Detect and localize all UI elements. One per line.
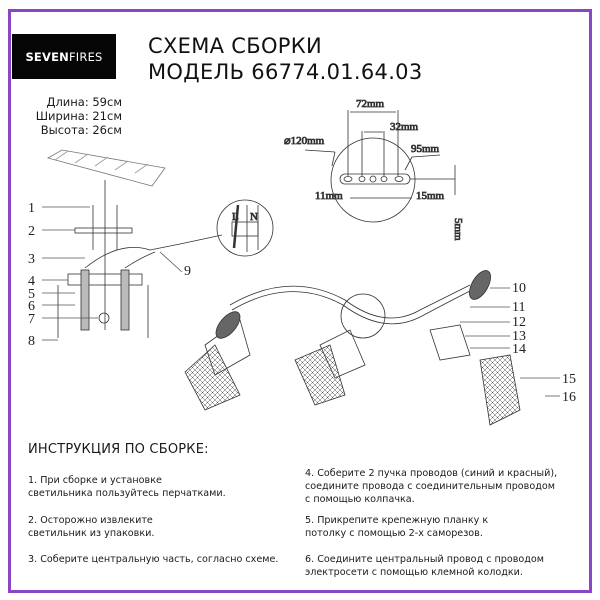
spotlight-bar-drawing	[184, 270, 521, 426]
part-11: 11	[512, 300, 525, 315]
dim-32mm: 32mm	[390, 121, 419, 133]
title-line-2: МОДЕЛЬ 66774.01.64.03	[148, 60, 423, 84]
dimension-width: Ширина: 21см	[35, 109, 122, 123]
step-line: 2. Осторожно извлеките	[28, 515, 153, 526]
dimension-length: Длина: 59см	[46, 95, 122, 109]
instruction-step-6: 6. Соедините центральный провод с провод…	[305, 553, 544, 579]
part-14: 14	[512, 342, 526, 357]
part-7: 7	[28, 312, 35, 327]
logo-light: FIRES	[68, 49, 103, 64]
page-frame	[8, 9, 592, 593]
step-line: светильник из упаковки.	[28, 528, 155, 539]
part-15: 15	[562, 372, 576, 387]
dimension-height: Высота: 26см	[40, 123, 122, 137]
dim-95mm: 95mm	[411, 143, 440, 155]
step-line: 1. При сборке и установке	[28, 475, 162, 486]
dim-72mm: 72mm	[356, 98, 385, 110]
instruction-step-3: 3. Соберите центральную часть, согласно …	[28, 553, 278, 566]
step-line: 4. Соберите 2 пучка проводов (синий и кр…	[305, 468, 558, 479]
part-13: 13	[512, 329, 526, 344]
part-9: 9	[184, 264, 191, 279]
part-8: 8	[28, 334, 35, 349]
part-4: 4	[28, 274, 35, 289]
instruction-step-5: 5. Прикрепите крепежную планку к потолку …	[305, 514, 488, 540]
mounting-plate-drawing: 72mm 32mm ⌀120mm 95mm 11mm 15mm 5mm	[284, 98, 465, 242]
part-5: 5	[28, 287, 35, 302]
step-line: с помощью колпачка.	[305, 494, 415, 505]
part-2: 2	[28, 224, 35, 239]
central-assembly-drawing: L N	[46, 149, 274, 338]
title-line-1: СХЕМА СБОРКИ	[148, 34, 322, 58]
instruction-step-2: 2. Осторожно извлеките светильник из упак…	[28, 514, 154, 540]
step-line: электросети с помощью клемной колодки.	[305, 567, 523, 578]
dim-11mm: 11mm	[315, 190, 343, 202]
terminal-l: L	[232, 211, 239, 223]
step-line: светильника пользуйтесь перчатками.	[28, 488, 226, 499]
dim-15mm: 15mm	[416, 190, 445, 202]
step-line: 3. Соберите центральную часть, согласно …	[28, 554, 279, 565]
step-line: соедините провода с соединительным прово…	[305, 481, 555, 492]
instruction-step-4: 4. Соберите 2 пучка проводов (синий и кр…	[305, 467, 557, 506]
instructions-heading: ИНСТРУКЦИЯ ПО СБОРКЕ:	[28, 442, 209, 457]
instruction-step-1: 1. При сборке и установке светильника пол…	[28, 474, 226, 500]
dim-120mm: ⌀120mm	[284, 135, 325, 147]
step-line: 6. Соедините центральный провод с провод…	[305, 554, 545, 565]
dimensions: Длина: 59см Ширина: 21см Высота: 26см	[36, 95, 122, 137]
terminal-n: N	[250, 211, 258, 223]
step-line: 5. Прикрепите крепежную планку к	[305, 515, 489, 526]
logo-bold: SEVEN	[25, 49, 69, 64]
part-16: 16	[562, 390, 576, 405]
assembly-diagram: 72mm 32mm ⌀120mm 95mm 11mm 15mm 5mm L N	[28, 98, 576, 426]
part-10: 10	[512, 281, 526, 296]
part-3: 3	[28, 252, 35, 267]
part-12: 12	[512, 315, 526, 330]
part-1: 1	[28, 201, 35, 216]
dim-5mm: 5mm	[452, 218, 464, 241]
step-line: потолку с помощью 2-х саморезов.	[305, 528, 483, 539]
part-6: 6	[28, 299, 35, 314]
